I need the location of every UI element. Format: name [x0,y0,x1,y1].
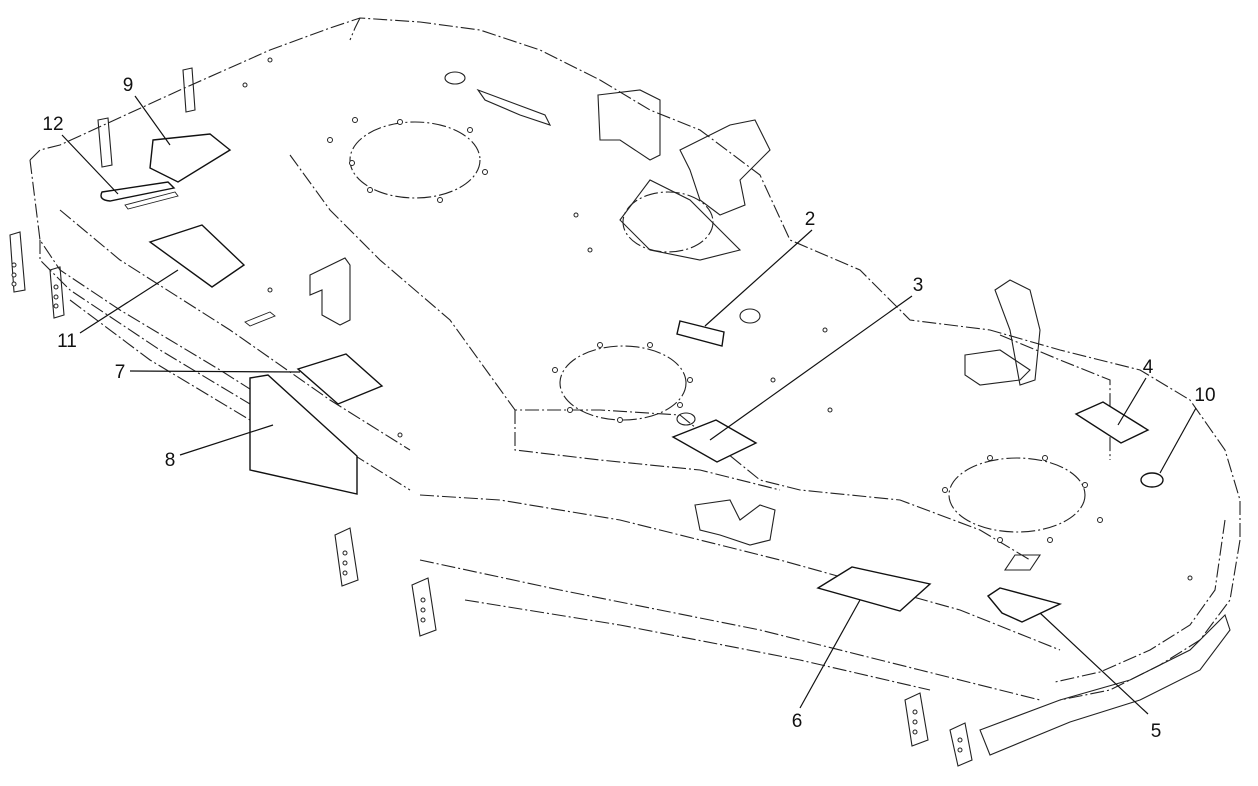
callout-11: 11 [57,331,77,352]
callout-6: 6 [792,711,803,732]
decal-3 [671,419,758,463]
callout-4: 4 [1143,357,1154,378]
decal-10 [1140,472,1164,488]
leader-lines [61,95,1197,715]
callout-labels: 2 3 4 5 6 7 8 9 10 11 12 [42,75,1215,742]
callout-12: 12 [42,114,63,135]
brackets [9,67,1231,767]
deck-outline [29,17,1241,701]
callout-5: 5 [1151,721,1162,742]
callout-10: 10 [1194,385,1215,406]
decal-6 [816,566,932,612]
ring-holes [444,71,761,426]
bolt-holes [242,57,1193,581]
decal-11 [148,224,246,288]
decals [100,133,1164,623]
callout-2: 2 [805,209,816,230]
callout-3: 3 [913,275,924,296]
decal-2 [676,320,725,347]
callout-9: 9 [123,75,134,96]
decal-5 [986,587,1063,623]
decal-7 [296,353,384,405]
callout-7: 7 [115,362,126,383]
decal-4 [1074,401,1150,444]
decal-12 [100,181,176,202]
spindle-openings [349,121,1086,533]
callout-8: 8 [165,450,176,471]
decal-8 [249,374,358,495]
decal-9 [149,133,232,183]
